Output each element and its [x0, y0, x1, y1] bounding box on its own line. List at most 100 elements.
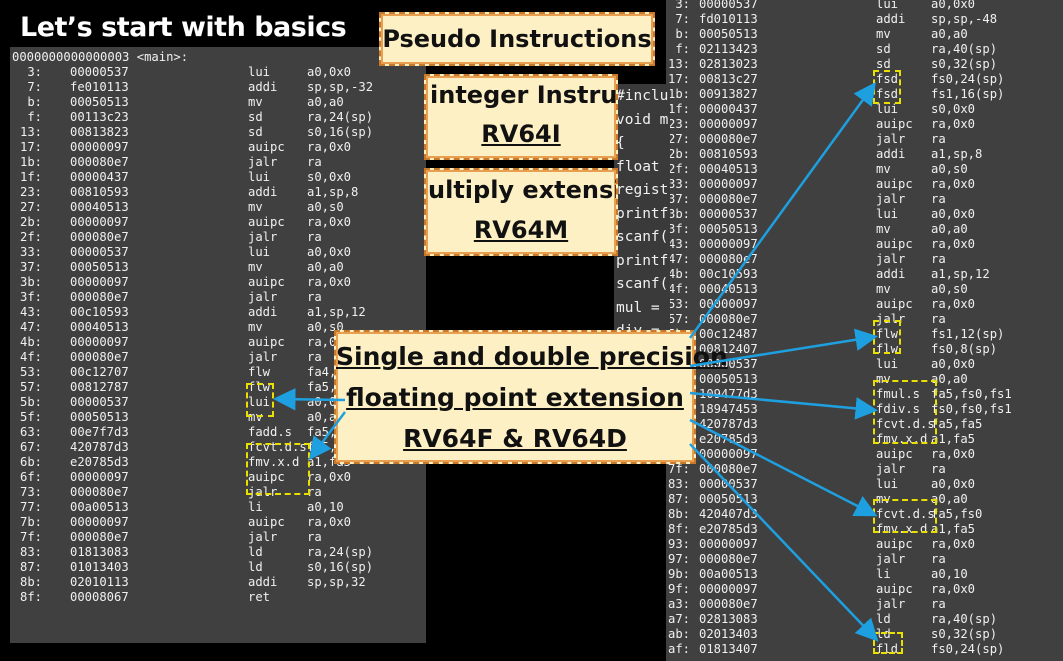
instruction-address: 1b:	[19, 155, 42, 169]
instruction-operands: ra	[931, 462, 946, 476]
instruction-operands: ra	[307, 530, 322, 544]
instruction-address: b:	[27, 95, 42, 109]
instruction-address: 7b:	[19, 515, 42, 529]
instruction-operands: a0,a0	[307, 95, 344, 109]
instruction-operands: ra,0x0	[307, 515, 352, 529]
instruction-opcode: 000080e7	[70, 155, 129, 169]
instruction-address: 27:	[667, 132, 690, 146]
instruction-opcode: 000080e7	[699, 132, 758, 146]
instruction-opcode: 00000097	[70, 215, 129, 229]
instruction-operands: fs0,fs0,fs1	[931, 402, 1012, 416]
instruction-mnemonic: mv	[876, 162, 891, 176]
instruction-operands: a0,a0	[931, 492, 968, 506]
instruction-address: 8f:	[19, 590, 42, 604]
instruction-mnemonic: jalr	[248, 155, 278, 169]
instruction-opcode: 00812787	[70, 380, 129, 394]
instruction-opcode: 18947453	[699, 402, 758, 416]
callout-integer-instructions: integer Instructio RV64I	[424, 74, 618, 160]
instruction-address: a3:	[667, 597, 690, 611]
instruction-address: 3:	[27, 65, 42, 79]
c-source-line: printf	[616, 205, 669, 222]
instruction-mnemonic: sd	[248, 125, 263, 139]
instruction-mnemonic: li	[876, 567, 891, 581]
instruction-opcode: 420407d3	[699, 507, 758, 521]
c-source-line: void m	[616, 111, 669, 128]
slide-title: Let’s start with basics	[20, 12, 347, 43]
instruction-address: 23:	[667, 117, 690, 131]
instruction-address: 33:	[19, 245, 42, 259]
instruction-opcode: 00000097	[699, 447, 758, 461]
instruction-mnemonic: auipc	[876, 582, 913, 596]
callout-multiply-label: ultiply extensio	[428, 176, 618, 204]
instruction-opcode: 00a00513	[70, 500, 129, 514]
instruction-address: a7:	[667, 612, 690, 626]
instruction-operands: a1,sp,8	[931, 147, 983, 161]
instruction-mnemonic: addi	[876, 12, 906, 26]
instruction-mnemonic: lui	[876, 357, 899, 371]
instruction-mnemonic: fcvt.d.s	[876, 507, 935, 521]
instruction-opcode: 02813083	[699, 612, 758, 626]
instruction-operands: a0,a0	[931, 27, 968, 41]
instruction-operands: ra	[307, 230, 322, 244]
instruction-mnemonic: jalr	[248, 230, 278, 244]
instruction-address: 63:	[19, 425, 42, 439]
instruction-operands: sp,sp,-32	[307, 80, 374, 94]
instruction-address: 7f:	[667, 462, 690, 476]
instruction-opcode: 000080e7	[70, 350, 129, 364]
highlight-left-fadd-fcvt-fmv	[246, 443, 310, 495]
instruction-address: b:	[675, 27, 690, 41]
instruction-operands: a0,10	[307, 500, 344, 514]
c-source-line: {	[616, 135, 625, 151]
instruction-opcode: 00050513	[70, 95, 129, 109]
instruction-mnemonic: auipc	[248, 515, 285, 529]
instruction-operands: a0,s0	[931, 162, 968, 176]
instruction-operands: fs0,24(sp)	[931, 642, 1005, 656]
instruction-address: 83:	[19, 545, 42, 559]
instruction-address: 13:	[19, 125, 42, 139]
instruction-operands: ra,0x0	[307, 140, 352, 154]
instruction-mnemonic: sd	[248, 110, 263, 124]
instruction-mnemonic: jalr	[876, 252, 906, 266]
instruction-opcode: 000080e7	[699, 312, 758, 326]
instruction-opcode: 00813c27	[699, 72, 758, 86]
instruction-mnemonic: auipc	[248, 470, 285, 484]
instruction-operands: fs0,24(sp)	[931, 72, 1005, 86]
instruction-mnemonic: addi	[876, 267, 906, 281]
instruction-address: 1f:	[667, 102, 690, 116]
instruction-address: 77:	[19, 500, 42, 514]
instruction-mnemonic: mv	[248, 320, 263, 334]
instruction-operands: a0,a0	[931, 222, 968, 236]
instruction-address: 5b:	[19, 395, 42, 409]
instruction-address: 2f:	[667, 162, 690, 176]
instruction-mnemonic: auipc	[248, 335, 285, 349]
instruction-address: 8b:	[19, 575, 42, 589]
instruction-operands: ra,40(sp)	[931, 42, 998, 56]
highlight-left-flw	[246, 383, 274, 417]
highlight-right-fld	[873, 632, 903, 654]
instruction-operands: ra,24(sp)	[307, 110, 374, 124]
